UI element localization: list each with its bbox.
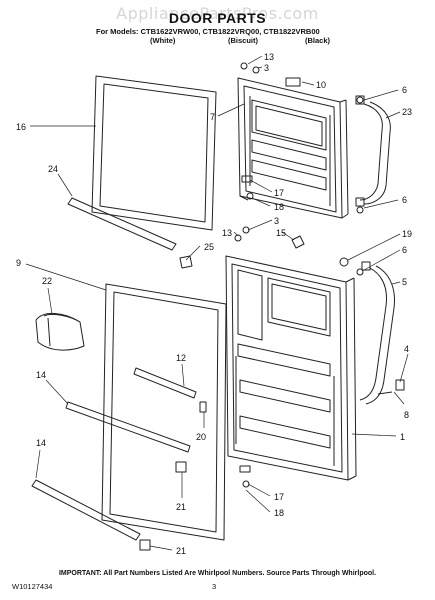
callout-10: 10	[316, 80, 326, 90]
screw	[356, 268, 364, 276]
callout-13: 13	[264, 52, 274, 62]
callout-6b: 6	[402, 195, 407, 205]
callout-7: 7	[210, 112, 215, 122]
callout-22: 22	[42, 276, 52, 286]
breaker-strip-12	[133, 367, 197, 399]
breaker-strip-14b	[31, 479, 141, 541]
clip-21b	[139, 539, 151, 551]
callout-8: 8	[404, 410, 409, 420]
footer-note: IMPORTANT: All Part Numbers Listed Are W…	[58, 570, 377, 577]
variant-black: (Black)	[305, 36, 331, 45]
callout-3b: 3	[274, 216, 279, 226]
freezer-door	[237, 77, 349, 219]
callout-17b: 17	[274, 492, 284, 502]
callout-15: 15	[276, 228, 286, 238]
clip-21	[175, 461, 187, 473]
callout-23: 23	[402, 107, 412, 117]
callout-5: 5	[402, 277, 407, 287]
callout-18: 18	[274, 202, 284, 212]
screw	[240, 62, 248, 70]
fresh-food-door	[225, 255, 357, 481]
callout-14b: 14	[36, 438, 46, 448]
dairy-door	[35, 313, 85, 351]
screw	[246, 192, 254, 200]
strip-clip	[179, 255, 193, 269]
callout-18b: 18	[274, 508, 284, 518]
callout-25: 25	[204, 242, 214, 252]
screw	[252, 66, 260, 74]
callout-6c: 6	[402, 245, 407, 255]
freezer-gasket	[91, 75, 217, 231]
callout-4: 4	[404, 344, 409, 354]
callout-16: 16	[16, 122, 26, 132]
watermark: AppliancePartsPros.com	[116, 4, 319, 23]
plug-button	[339, 257, 349, 267]
door-cap	[285, 77, 301, 87]
callout-20: 20	[196, 432, 206, 442]
variant-white: (White)	[150, 36, 176, 45]
document-number: W10127434	[12, 582, 53, 591]
callout-9: 9	[16, 258, 21, 268]
callout-12: 12	[176, 353, 186, 363]
screw	[242, 226, 250, 234]
callout-1: 1	[400, 432, 405, 442]
shim	[291, 235, 305, 249]
screw	[356, 206, 364, 214]
hinge-cap	[239, 465, 251, 473]
fresh-food-handle	[359, 261, 405, 405]
hinge-cap	[241, 175, 253, 183]
callout-17: 17	[274, 188, 284, 198]
callout-21: 21	[176, 502, 186, 512]
breaker-strip	[67, 197, 177, 251]
callout-3: 3	[264, 63, 269, 73]
callout-21b: 21	[176, 546, 186, 556]
fresh-food-gasket	[101, 283, 227, 541]
callout-24: 24	[48, 164, 58, 174]
callout-19: 19	[402, 229, 412, 239]
freezer-handle	[355, 95, 391, 207]
screw	[234, 234, 242, 242]
clip-20	[199, 401, 207, 413]
screw	[242, 480, 250, 488]
callout-6: 6	[402, 85, 407, 95]
page-number: 3	[212, 582, 217, 591]
models-line: For Models: CTB1622VRW00, CTB1822VRQ00, …	[96, 27, 320, 36]
page-title: DOOR PARTS	[168, 10, 267, 26]
screw	[356, 96, 364, 104]
callout-14: 14	[36, 370, 46, 380]
variant-biscuit: (Biscuit)	[228, 36, 258, 45]
breaker-strip-14	[65, 401, 191, 453]
callout-13b: 13	[222, 228, 232, 238]
handle-mount	[395, 379, 405, 391]
